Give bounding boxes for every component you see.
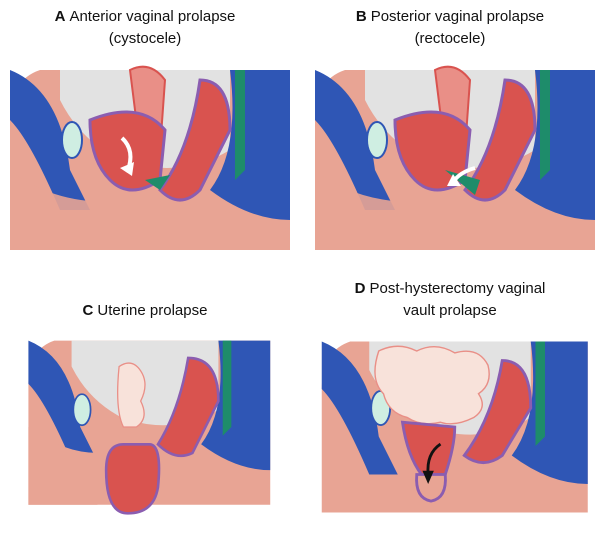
panel-d-illustration <box>305 332 595 522</box>
panel-b-illustration <box>305 60 595 250</box>
panel-a-subtitle: (cystocele) <box>109 30 182 47</box>
panel-a-illustration <box>0 60 290 250</box>
panel-a-title: Anterior vaginal prolapse <box>69 8 235 25</box>
panel-d-subtitle: vault prolapse <box>403 302 496 319</box>
panel-b-letter: B <box>356 8 367 25</box>
panel-c-illustration <box>0 332 290 522</box>
panel-b-subtitle: (rectocele) <box>415 30 486 47</box>
panel-b-title: Posterior vaginal prolapse <box>371 8 544 25</box>
panel-d-title: Post-hysterectomy vaginal <box>369 280 545 297</box>
panel-c-title: Uterine prolapse <box>97 302 207 319</box>
panel-a-letter: A <box>55 8 66 25</box>
panel-c-letter: C <box>83 302 94 319</box>
panel-d-letter: D <box>355 280 366 297</box>
